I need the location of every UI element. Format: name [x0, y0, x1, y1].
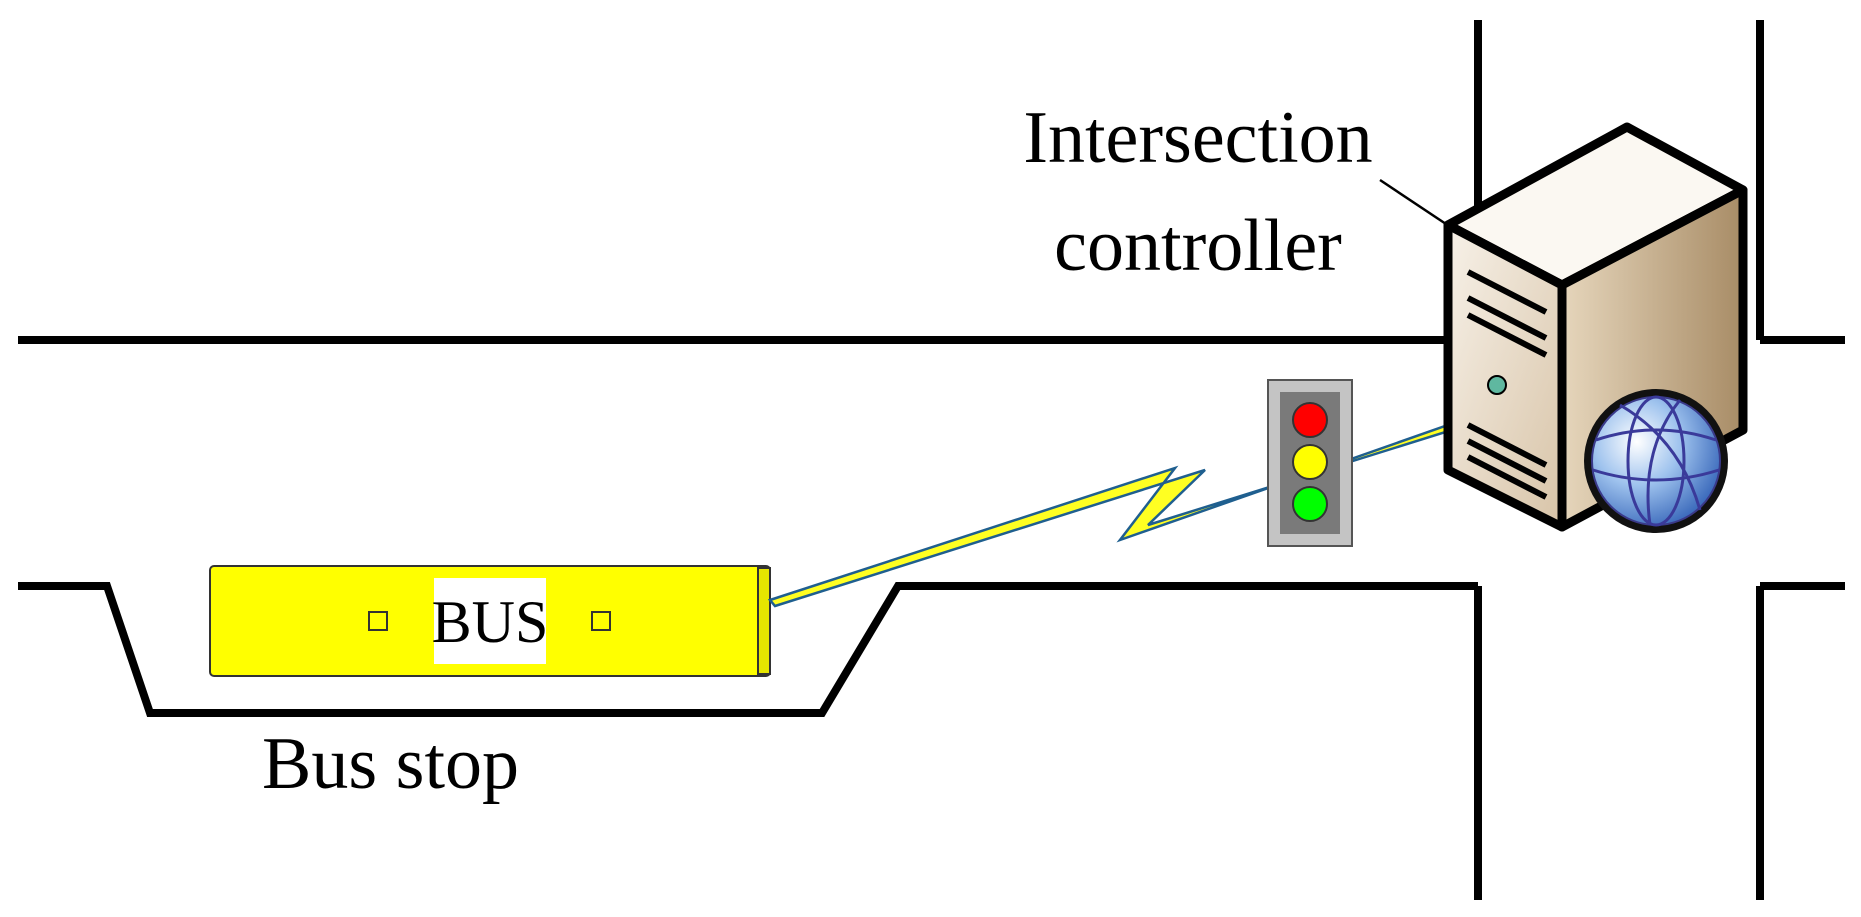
bus-label: BUS	[432, 589, 549, 655]
bus-front-bumper	[757, 567, 771, 675]
yellow-light	[1292, 444, 1328, 480]
bus-label-plate	[434, 578, 546, 664]
power-button	[1487, 375, 1507, 395]
controller-label-line2: controller	[1054, 205, 1342, 287]
controller-label-line1: Intersection	[1023, 97, 1372, 179]
red-light	[1292, 402, 1328, 438]
bus: BUS	[209, 565, 771, 677]
road-lines	[18, 20, 1845, 900]
bus-window-left	[368, 611, 388, 631]
bus-bay-edge	[18, 582, 1478, 717]
controller-label: Intersection controller	[1023, 97, 1372, 287]
traffic-light-icon	[1267, 379, 1353, 547]
globe-icon	[1584, 389, 1728, 533]
bus-stop-label: Bus stop	[262, 723, 519, 805]
server-front-details	[1466, 269, 1548, 500]
green-light	[1292, 486, 1328, 522]
bus-window-right	[591, 611, 611, 631]
controller-leader-line	[1379, 178, 1459, 234]
